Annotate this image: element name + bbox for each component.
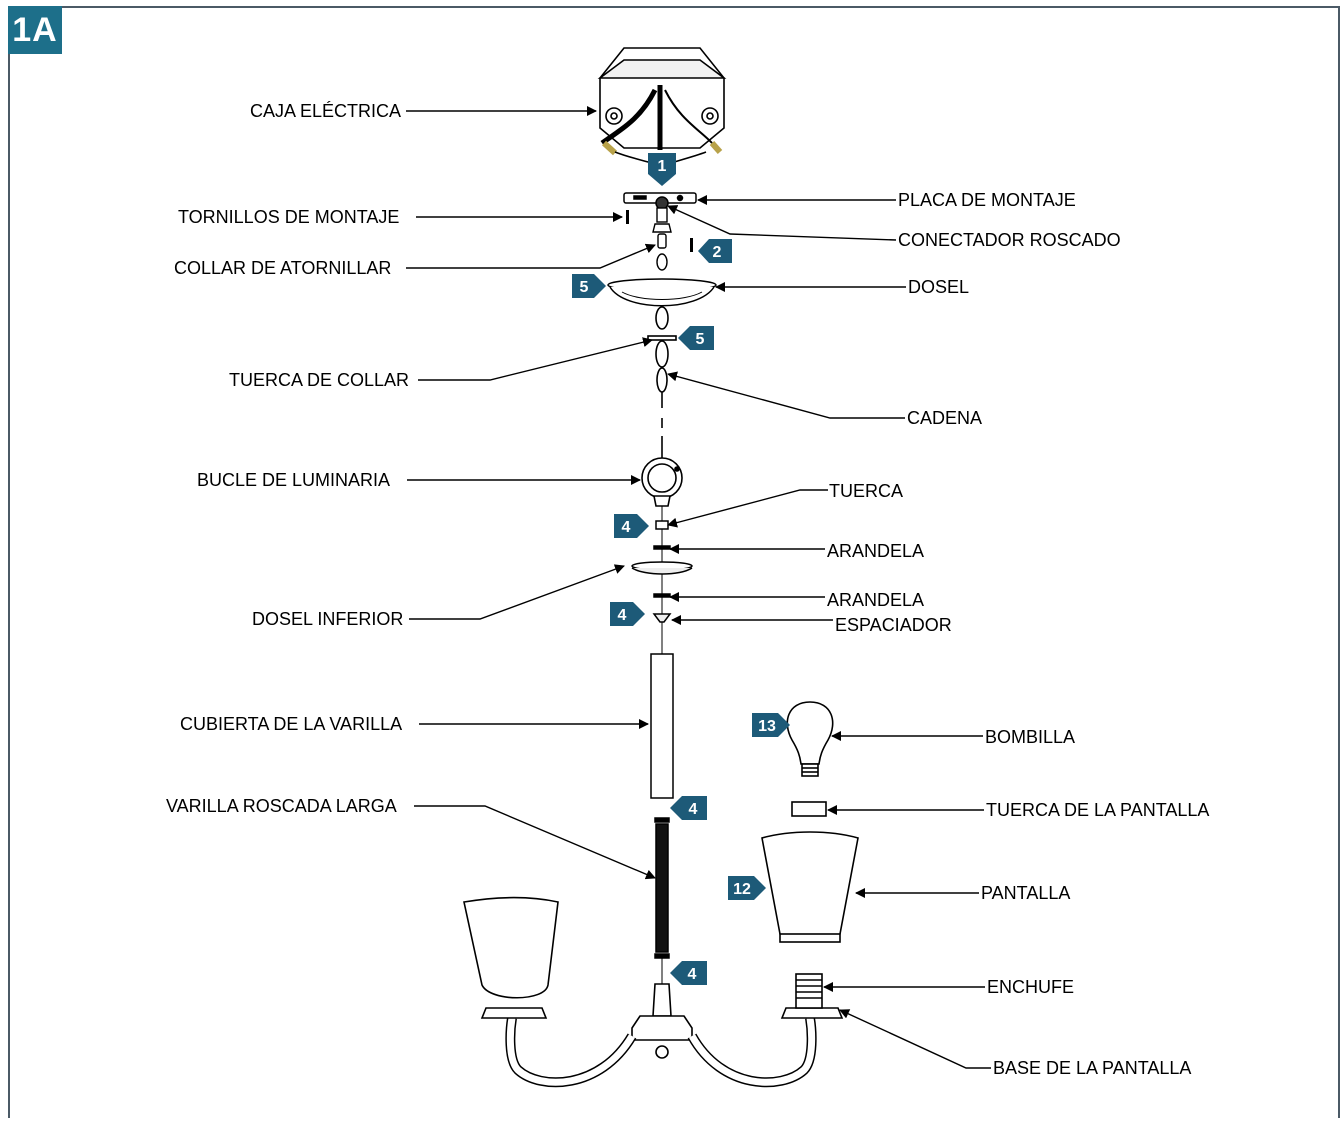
label-caja-electrica: CAJA ELÉCTRICA (250, 101, 402, 121)
step-badge-1: 1 (648, 153, 676, 186)
svg-text:4: 4 (618, 607, 627, 624)
label-placa-de-montaje: PLACA DE MONTAJE (898, 190, 1076, 210)
step-badge-2: 2 (698, 239, 732, 263)
step-badge-13: 13 (752, 713, 790, 737)
rod-stack (631, 506, 693, 984)
svg-text:2: 2 (713, 244, 722, 261)
svg-text:4: 4 (622, 519, 631, 536)
label-varilla-roscada-larga: VARILLA ROSCADA LARGA (166, 796, 397, 816)
svg-text:5: 5 (580, 279, 589, 296)
step-badge-4-rod-bottom: 4 (670, 961, 707, 985)
label-arandela-upper: ARANDELA (827, 541, 925, 561)
chain (647, 306, 677, 458)
mounting-plate (623, 192, 697, 210)
svg-text:13: 13 (758, 718, 776, 735)
label-arandela-lower: ARANDELA (827, 590, 925, 610)
label-base-de-la-pantalla: BASE DE LA PANTALLA (993, 1058, 1192, 1078)
step-badge-5-chain: 5 (678, 326, 714, 350)
right-shade-assembly (761, 701, 859, 943)
label-espaciador: ESPACIADOR (835, 615, 952, 635)
threaded-collar (652, 207, 672, 271)
label-enchufe: ENCHUFE (987, 977, 1075, 997)
label-bombilla: BOMBILLA (985, 727, 1076, 747)
label-cadena: CADENA (907, 408, 983, 428)
label-cubierta-de-la-varilla: CUBIERTA DE LA VARILLA (180, 714, 403, 734)
step-badge-4-nut: 4 (614, 514, 649, 538)
figure-badge: 1A (8, 6, 62, 54)
mounting-screw (690, 238, 693, 252)
figure-frame (8, 6, 1340, 1118)
svg-text:4: 4 (688, 966, 697, 983)
chandelier-body (463, 896, 844, 1088)
step-badge-5-canopy: 5 (572, 274, 606, 298)
svg-text:4: 4 (689, 801, 698, 818)
label-collar-de-atornillar: COLLAR DE ATORNILLAR (174, 258, 392, 278)
label-tuerca-de-la-pantalla: TUERCA DE LA PANTALLA (986, 800, 1210, 820)
label-pantalla: PANTALLA (981, 883, 1071, 903)
label-tuerca: TUERCA (829, 481, 904, 501)
step-badge-12: 12 (728, 876, 766, 900)
label-tuerca-de-collar: TUERCA DE COLLAR (229, 370, 410, 390)
step-badge-4-spacer: 4 (610, 602, 645, 626)
label-bucle-de-luminaria: BUCLE DE LUMINARIA (197, 470, 391, 490)
svg-text:12: 12 (733, 881, 751, 898)
electrical-box (597, 47, 727, 167)
label-conectador-roscado: CONECTADOR ROSCADO (898, 230, 1121, 250)
step-badge-4-rod-top: 4 (670, 796, 707, 820)
label-tornillos-de-montaje: TORNILLOS DE MONTAJE (178, 207, 400, 227)
label-dosel-inferior: DOSEL INFERIOR (252, 609, 404, 629)
mounting-screw (626, 210, 629, 224)
svg-text:5: 5 (696, 331, 705, 348)
canopy (607, 278, 717, 307)
fixture-loop (641, 457, 683, 507)
svg-text:1: 1 (658, 158, 667, 175)
label-dosel: DOSEL (908, 277, 970, 297)
leader-lines (406, 106, 991, 1069)
